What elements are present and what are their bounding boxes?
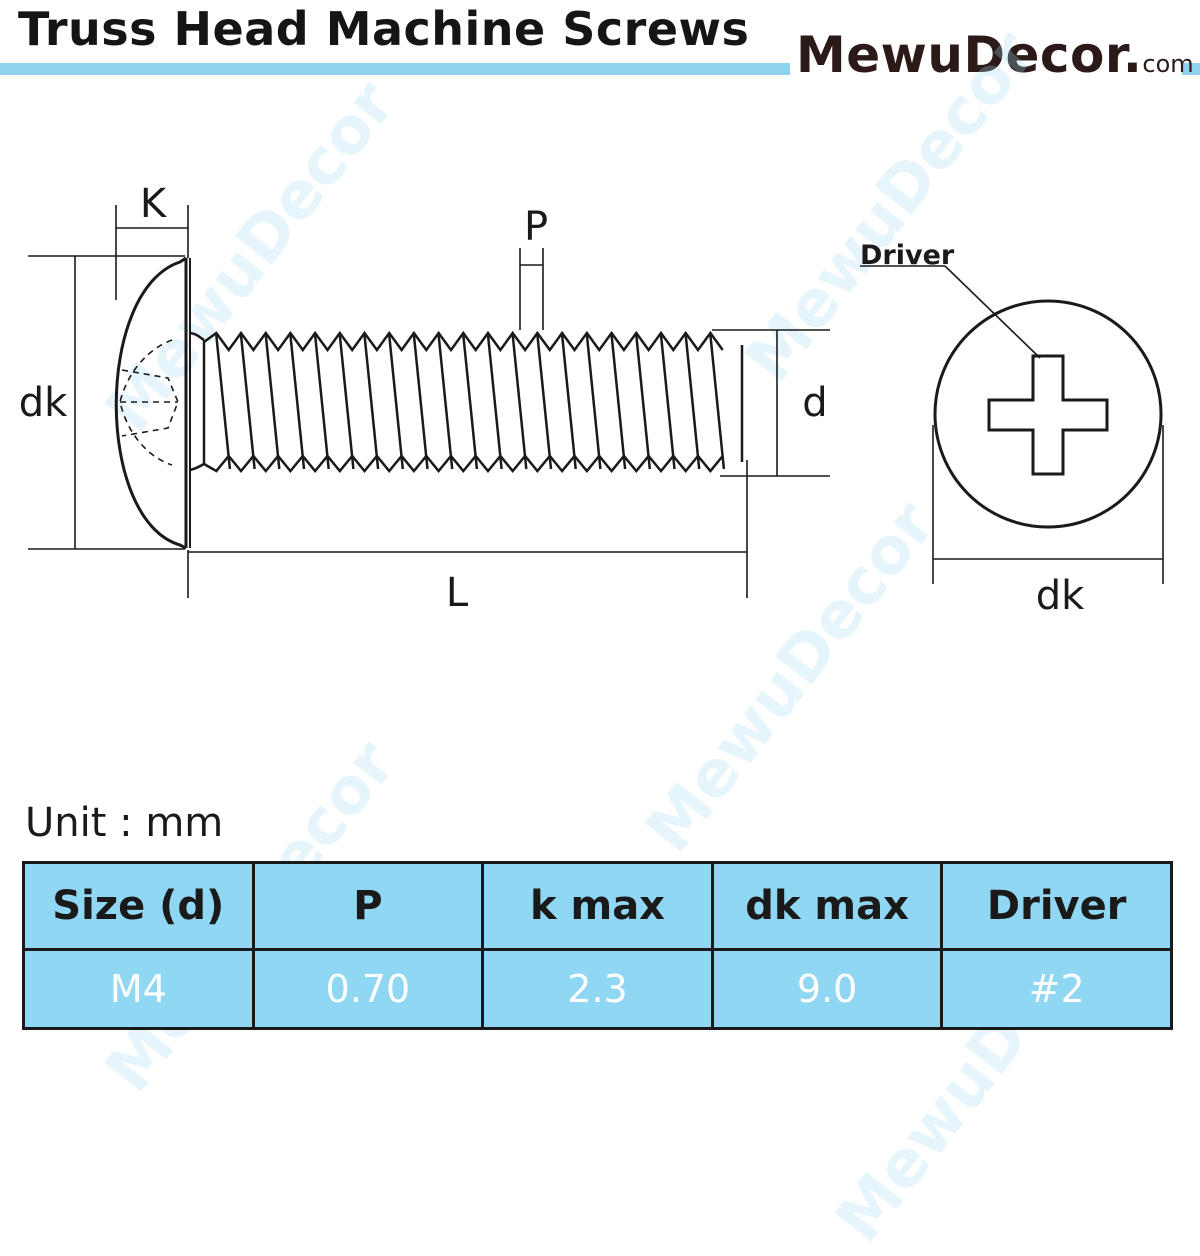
screw-shank	[189, 330, 744, 473]
label-k: K	[140, 181, 168, 227]
thread-line	[462, 334, 479, 470]
thread-line	[412, 334, 429, 470]
thread-line	[709, 334, 726, 470]
thread-line	[338, 334, 355, 470]
table-cell: #2	[940, 948, 1173, 1030]
column-header: k max	[481, 861, 714, 951]
thread-line	[437, 334, 454, 470]
thread-line	[659, 334, 676, 470]
thread-line	[684, 334, 701, 470]
table-cell: 0.70	[251, 948, 485, 1030]
thread-line	[486, 334, 503, 470]
thread-line	[610, 334, 627, 470]
brand-underline	[1182, 63, 1200, 75]
label-l: L	[446, 570, 469, 616]
thread-line	[363, 334, 380, 470]
phillips-cross-icon	[987, 354, 1109, 476]
thread-line	[313, 334, 330, 470]
page-title: Truss Head Machine Screws	[18, 2, 750, 56]
column-header: Size (d)	[22, 861, 255, 951]
screw-head-top-view	[933, 299, 1163, 529]
thread-line	[536, 334, 553, 470]
label-d: d	[802, 380, 827, 426]
thread-line	[239, 334, 256, 470]
thread-line	[511, 334, 528, 470]
brand-name: MewuDecor.	[796, 26, 1143, 84]
screw-diagram: K P dk d L Driver dk	[19, 181, 1164, 619]
thread-crest-top	[203, 330, 724, 353]
unit-label: Unit : mm	[25, 800, 224, 846]
label-dk-top: dk	[1036, 573, 1085, 619]
title-underline	[0, 63, 790, 75]
column-header: P	[251, 861, 485, 951]
thread-line	[560, 334, 577, 470]
thread-line	[585, 334, 602, 470]
table-cell: M4	[22, 948, 255, 1030]
thread-line	[215, 334, 232, 470]
label-dk-side: dk	[19, 380, 68, 426]
label-p: P	[524, 204, 548, 250]
thread-line	[387, 334, 405, 470]
brand-logo: MewuDecor.com	[796, 26, 1194, 84]
spec-table: Size (d) P k max dk max Driver M4 0.70 2…	[22, 861, 1173, 1030]
table-cell: 2.3	[481, 948, 714, 1030]
dimension-lines	[28, 205, 1164, 598]
column-header: dk max	[710, 861, 944, 951]
table-header-row: Size (d) P k max dk max Driver	[22, 861, 1173, 951]
table-cell: 9.0	[710, 948, 944, 1030]
thread-line	[289, 334, 306, 470]
table-row: M4 0.70 2.3 9.0 #2	[22, 948, 1173, 1030]
label-driver: Driver	[860, 240, 955, 271]
column-header: Driver	[940, 861, 1173, 951]
thread-line	[264, 334, 281, 470]
thread-lines	[215, 334, 726, 470]
screw-head-side	[114, 256, 191, 550]
brand-suffix: com	[1142, 50, 1194, 78]
thread-line	[635, 334, 652, 470]
thread-crest-bottom	[203, 454, 724, 473]
